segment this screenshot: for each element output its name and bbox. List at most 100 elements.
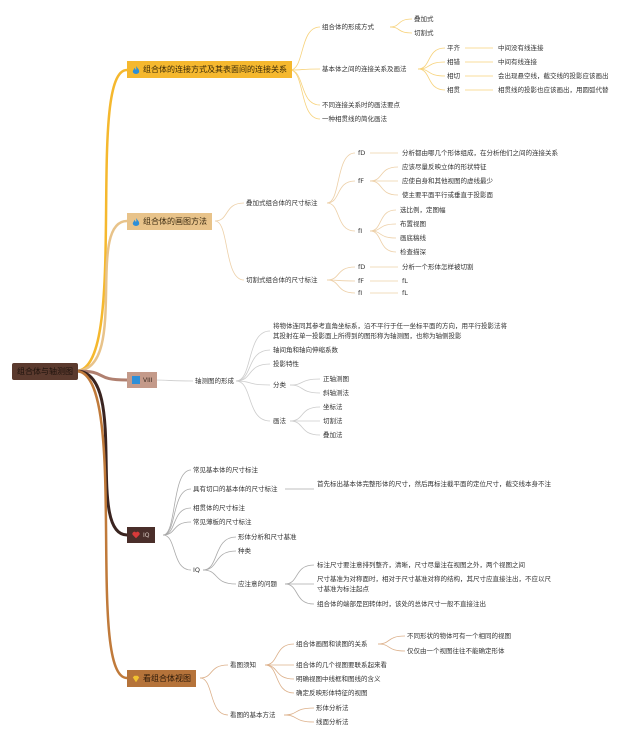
- leaf[interactable]: 坐标法: [323, 403, 343, 411]
- connector: [162, 534, 192, 571]
- connector: [162, 488, 192, 536]
- node-fD[interactable]: fD: [358, 149, 366, 157]
- branch-label: VIII: [143, 376, 153, 384]
- node-plate-dims[interactable]: 常见薄板的尺寸标注: [193, 518, 252, 526]
- node-methods[interactable]: 画法: [273, 417, 286, 425]
- connector: [289, 68, 321, 71]
- node-cut-dims[interactable]: 切割式组合体的尺寸标注: [246, 276, 318, 284]
- node-fD[interactable]: fD: [358, 263, 366, 271]
- connector: [235, 380, 271, 386]
- leaf[interactable]: fL: [402, 289, 408, 297]
- branch-label: 组合体的画图方法: [143, 217, 207, 226]
- connector: [235, 330, 271, 382]
- node-notched-dims[interactable]: 具有切口的基本体的尺寸标注: [193, 485, 278, 493]
- node-intersect-dims[interactable]: 相贯体的尺寸标注: [193, 504, 245, 512]
- node-drawing-points[interactable]: 不同连接关系时的画法要点: [322, 101, 400, 109]
- connector: [377, 643, 406, 652]
- connector: [289, 420, 321, 436]
- connector: [202, 569, 237, 585]
- node-axis-angle[interactable]: 轴间角和轴向伸缩系数: [273, 346, 338, 354]
- node-notes[interactable]: 应注意的问题: [238, 580, 277, 588]
- connector: [289, 406, 321, 422]
- desc-tangent[interactable]: 会出现悬空线，截交线的投影应该画出: [498, 72, 609, 80]
- leaf[interactable]: 仅仅由一个视图往往不能确定形体: [407, 647, 505, 655]
- root-node[interactable]: 组合体与轴测图: [12, 363, 78, 380]
- leaf[interactable]: 画底稿线: [400, 234, 426, 242]
- leaf[interactable]: 形体分析和尺寸基准: [238, 533, 297, 541]
- leaf[interactable]: 选比例，定图幅: [400, 206, 446, 214]
- leaf[interactable]: 正轴测图: [323, 375, 349, 383]
- node-connection-relations[interactable]: 基本体之间的连接关系及画法: [322, 65, 407, 73]
- leaf[interactable]: 应该尽量反映立体的形状特征: [402, 163, 487, 171]
- branch-label: 看组合体视图: [143, 674, 191, 683]
- branch-axonometric[interactable]: VIII: [127, 372, 158, 388]
- connector: [417, 47, 446, 70]
- main-connector: [75, 68, 128, 373]
- leaf[interactable]: 种类: [238, 547, 251, 555]
- connector: [199, 664, 229, 679]
- leaf[interactable]: 分析一个形体怎样被切割: [402, 263, 474, 271]
- node-cutting[interactable]: 切割式: [414, 29, 434, 37]
- node-classification[interactable]: 分类: [273, 381, 286, 389]
- node-formation[interactable]: 组合体的形成方式: [322, 23, 374, 31]
- node-simplified[interactable]: 一种相贯线的简化画法: [322, 115, 387, 123]
- leaf[interactable]: 线面分析法: [316, 718, 349, 726]
- leaf[interactable]: 确定反映形体特征的视图: [296, 689, 368, 697]
- node-reading-notes[interactable]: 看图须知: [230, 661, 256, 669]
- node-offset[interactable]: 相错: [447, 58, 460, 66]
- connector: [289, 26, 321, 71]
- connector: [326, 266, 356, 281]
- branch-reading-views[interactable]: 看组合体视图: [127, 670, 196, 687]
- node-intersect[interactable]: 相贯: [447, 86, 460, 94]
- connector: [283, 714, 315, 723]
- node-tangent[interactable]: 相切: [447, 72, 460, 80]
- leaf[interactable]: 组合体的端部是回转体时，该处的总体尺寸一般不直接注出: [317, 600, 486, 608]
- node-stacking[interactable]: 叠加式: [414, 15, 434, 23]
- leaf[interactable]: 切割法: [323, 417, 343, 425]
- branch-label: IQ: [143, 531, 150, 539]
- node-basic-dims[interactable]: 常见基本体的尺寸标注: [193, 466, 258, 474]
- leaf[interactable]: 斜轴测法: [323, 389, 349, 397]
- node-fI[interactable]: fI: [358, 289, 363, 297]
- leaf[interactable]: 不同形状的物体可有一个相同的视图: [407, 632, 511, 640]
- leaf[interactable]: 形体分析法: [316, 704, 349, 712]
- connector: [389, 18, 413, 28]
- desc-offset[interactable]: 中间有线连接: [498, 58, 537, 66]
- leaf[interactable]: 使主要平面平行或垂直于投影面: [402, 191, 493, 199]
- branch-drawing-methods[interactable]: 组合体的画图方法: [127, 213, 212, 230]
- connector: [389, 26, 413, 34]
- leaf[interactable]: fL: [402, 277, 408, 285]
- branch-dimensioning[interactable]: IQ: [127, 527, 155, 543]
- leaf[interactable]: 尺寸基准为对称面时，相对于尺寸基准对称的结构，其尺寸应直接注出，不应以尺寸基准为…: [317, 575, 551, 593]
- leaf[interactable]: 应使自身和其他视图的虚线最少: [402, 177, 493, 185]
- leaf[interactable]: 布置视图: [400, 220, 426, 228]
- leaf[interactable]: 检查描深: [400, 248, 426, 256]
- branch-connection-methods[interactable]: 组合体的连接方式及其表面间的连接关系: [127, 61, 292, 78]
- node-draw-read-relation[interactable]: 组合体画图和读图的关系: [296, 640, 368, 648]
- leaf[interactable]: 明确视图中线框和图线的含义: [296, 675, 381, 683]
- node-fI[interactable]: fI: [358, 227, 363, 235]
- node-flush[interactable]: 平齐: [447, 44, 460, 52]
- connector: [283, 707, 315, 716]
- node-notched-desc[interactable]: 首先标出基本体完整形体的尺寸，然后再标注截平面的定位尺寸，截交线本身不注: [317, 480, 551, 488]
- node-iq[interactable]: IQ: [193, 566, 201, 574]
- leaf[interactable]: 叠加法: [323, 431, 343, 439]
- connector: [162, 507, 192, 536]
- connector: [417, 68, 446, 91]
- node-fF[interactable]: fF: [358, 177, 365, 185]
- node-basic-methods[interactable]: 看图的基本方法: [230, 711, 276, 719]
- node-fF[interactable]: fF: [358, 277, 365, 285]
- fire-icon: [132, 217, 140, 226]
- node-axonometric-formation[interactable]: 轴测图的形成: [195, 377, 234, 385]
- connector: [264, 664, 295, 680]
- leaf[interactable]: 组合体的几个视图要联系起来看: [296, 661, 387, 669]
- leaf[interactable]: 分析都由哪几个形体组成，在分析他们之间的连接关系: [402, 149, 558, 157]
- desc-flush[interactable]: 中间没有线连接: [498, 44, 544, 52]
- leaf[interactable]: 标注尺寸要注意排列整齐，清晰，尺寸尽量注在视图之外，两个视图之间: [317, 561, 525, 569]
- node-definition[interactable]: 将物体连同其参考直角坐标系，沿不平行于任一坐标平面的方向，用平行投影法将其投射在…: [273, 322, 507, 340]
- desc-intersect[interactable]: 相贯线的投影也应该画出，用圆弧代替: [498, 86, 609, 94]
- node-projection-props[interactable]: 投影特性: [273, 360, 299, 368]
- connector: [326, 279, 356, 294]
- node-stacked-dims[interactable]: 叠加式组合体的尺寸标注: [246, 199, 318, 207]
